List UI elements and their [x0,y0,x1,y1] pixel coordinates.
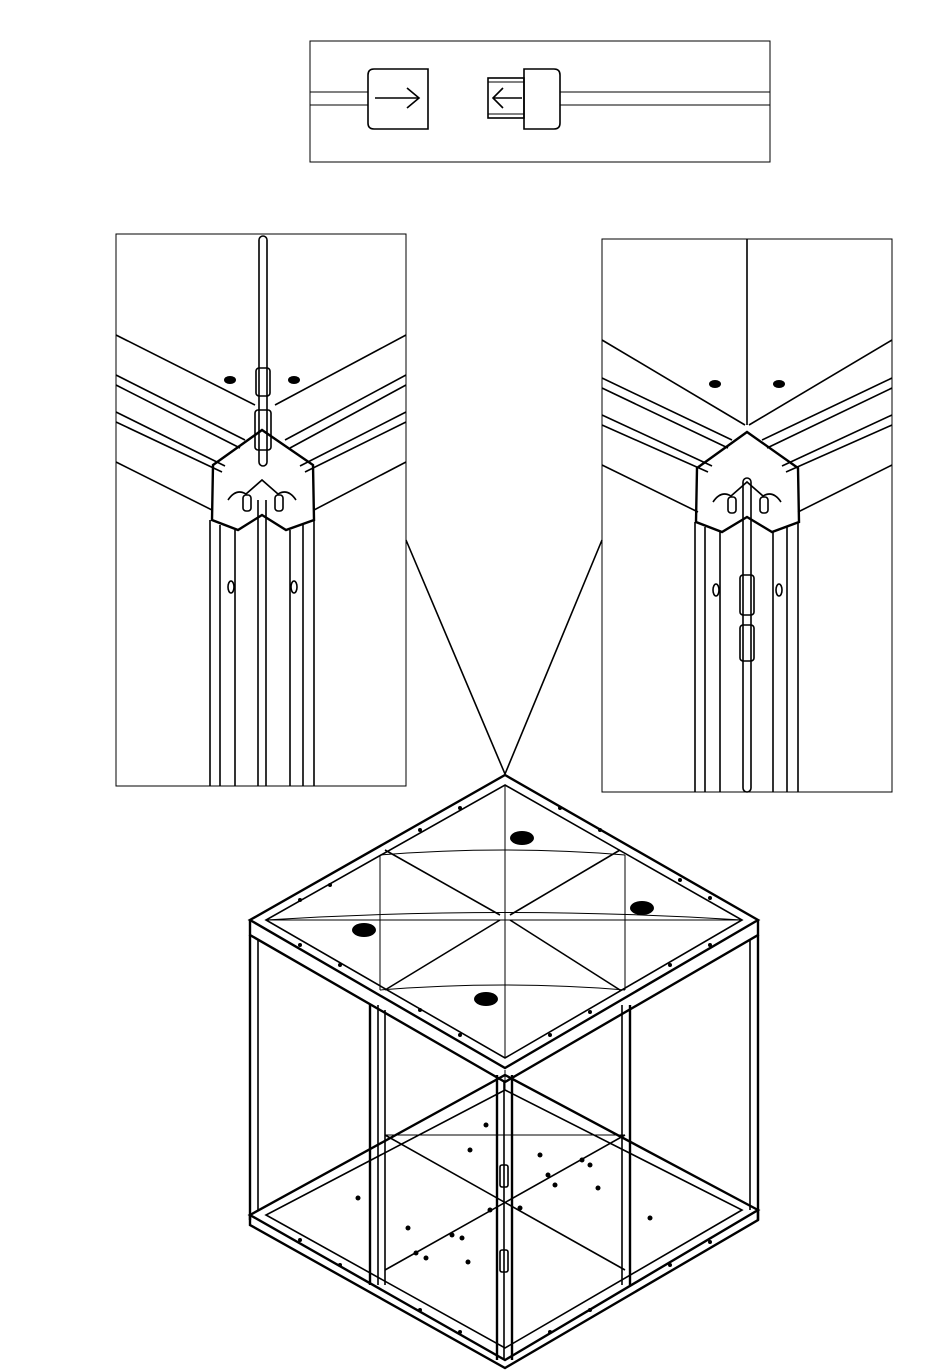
rod-inserted [743,478,751,792]
connector-panel-frame [310,41,770,162]
cabinet-frame [250,775,758,1368]
corner-detail-right [602,239,892,792]
left-detail-frame [116,234,406,786]
arrow-right-icon [375,88,419,108]
callout-lines [406,540,602,774]
connector-detail-panel [310,41,770,162]
arrow-left-icon [493,88,522,108]
corner-detail-left [116,234,406,786]
cabinet-top [250,775,758,1068]
right-plug [524,69,560,129]
